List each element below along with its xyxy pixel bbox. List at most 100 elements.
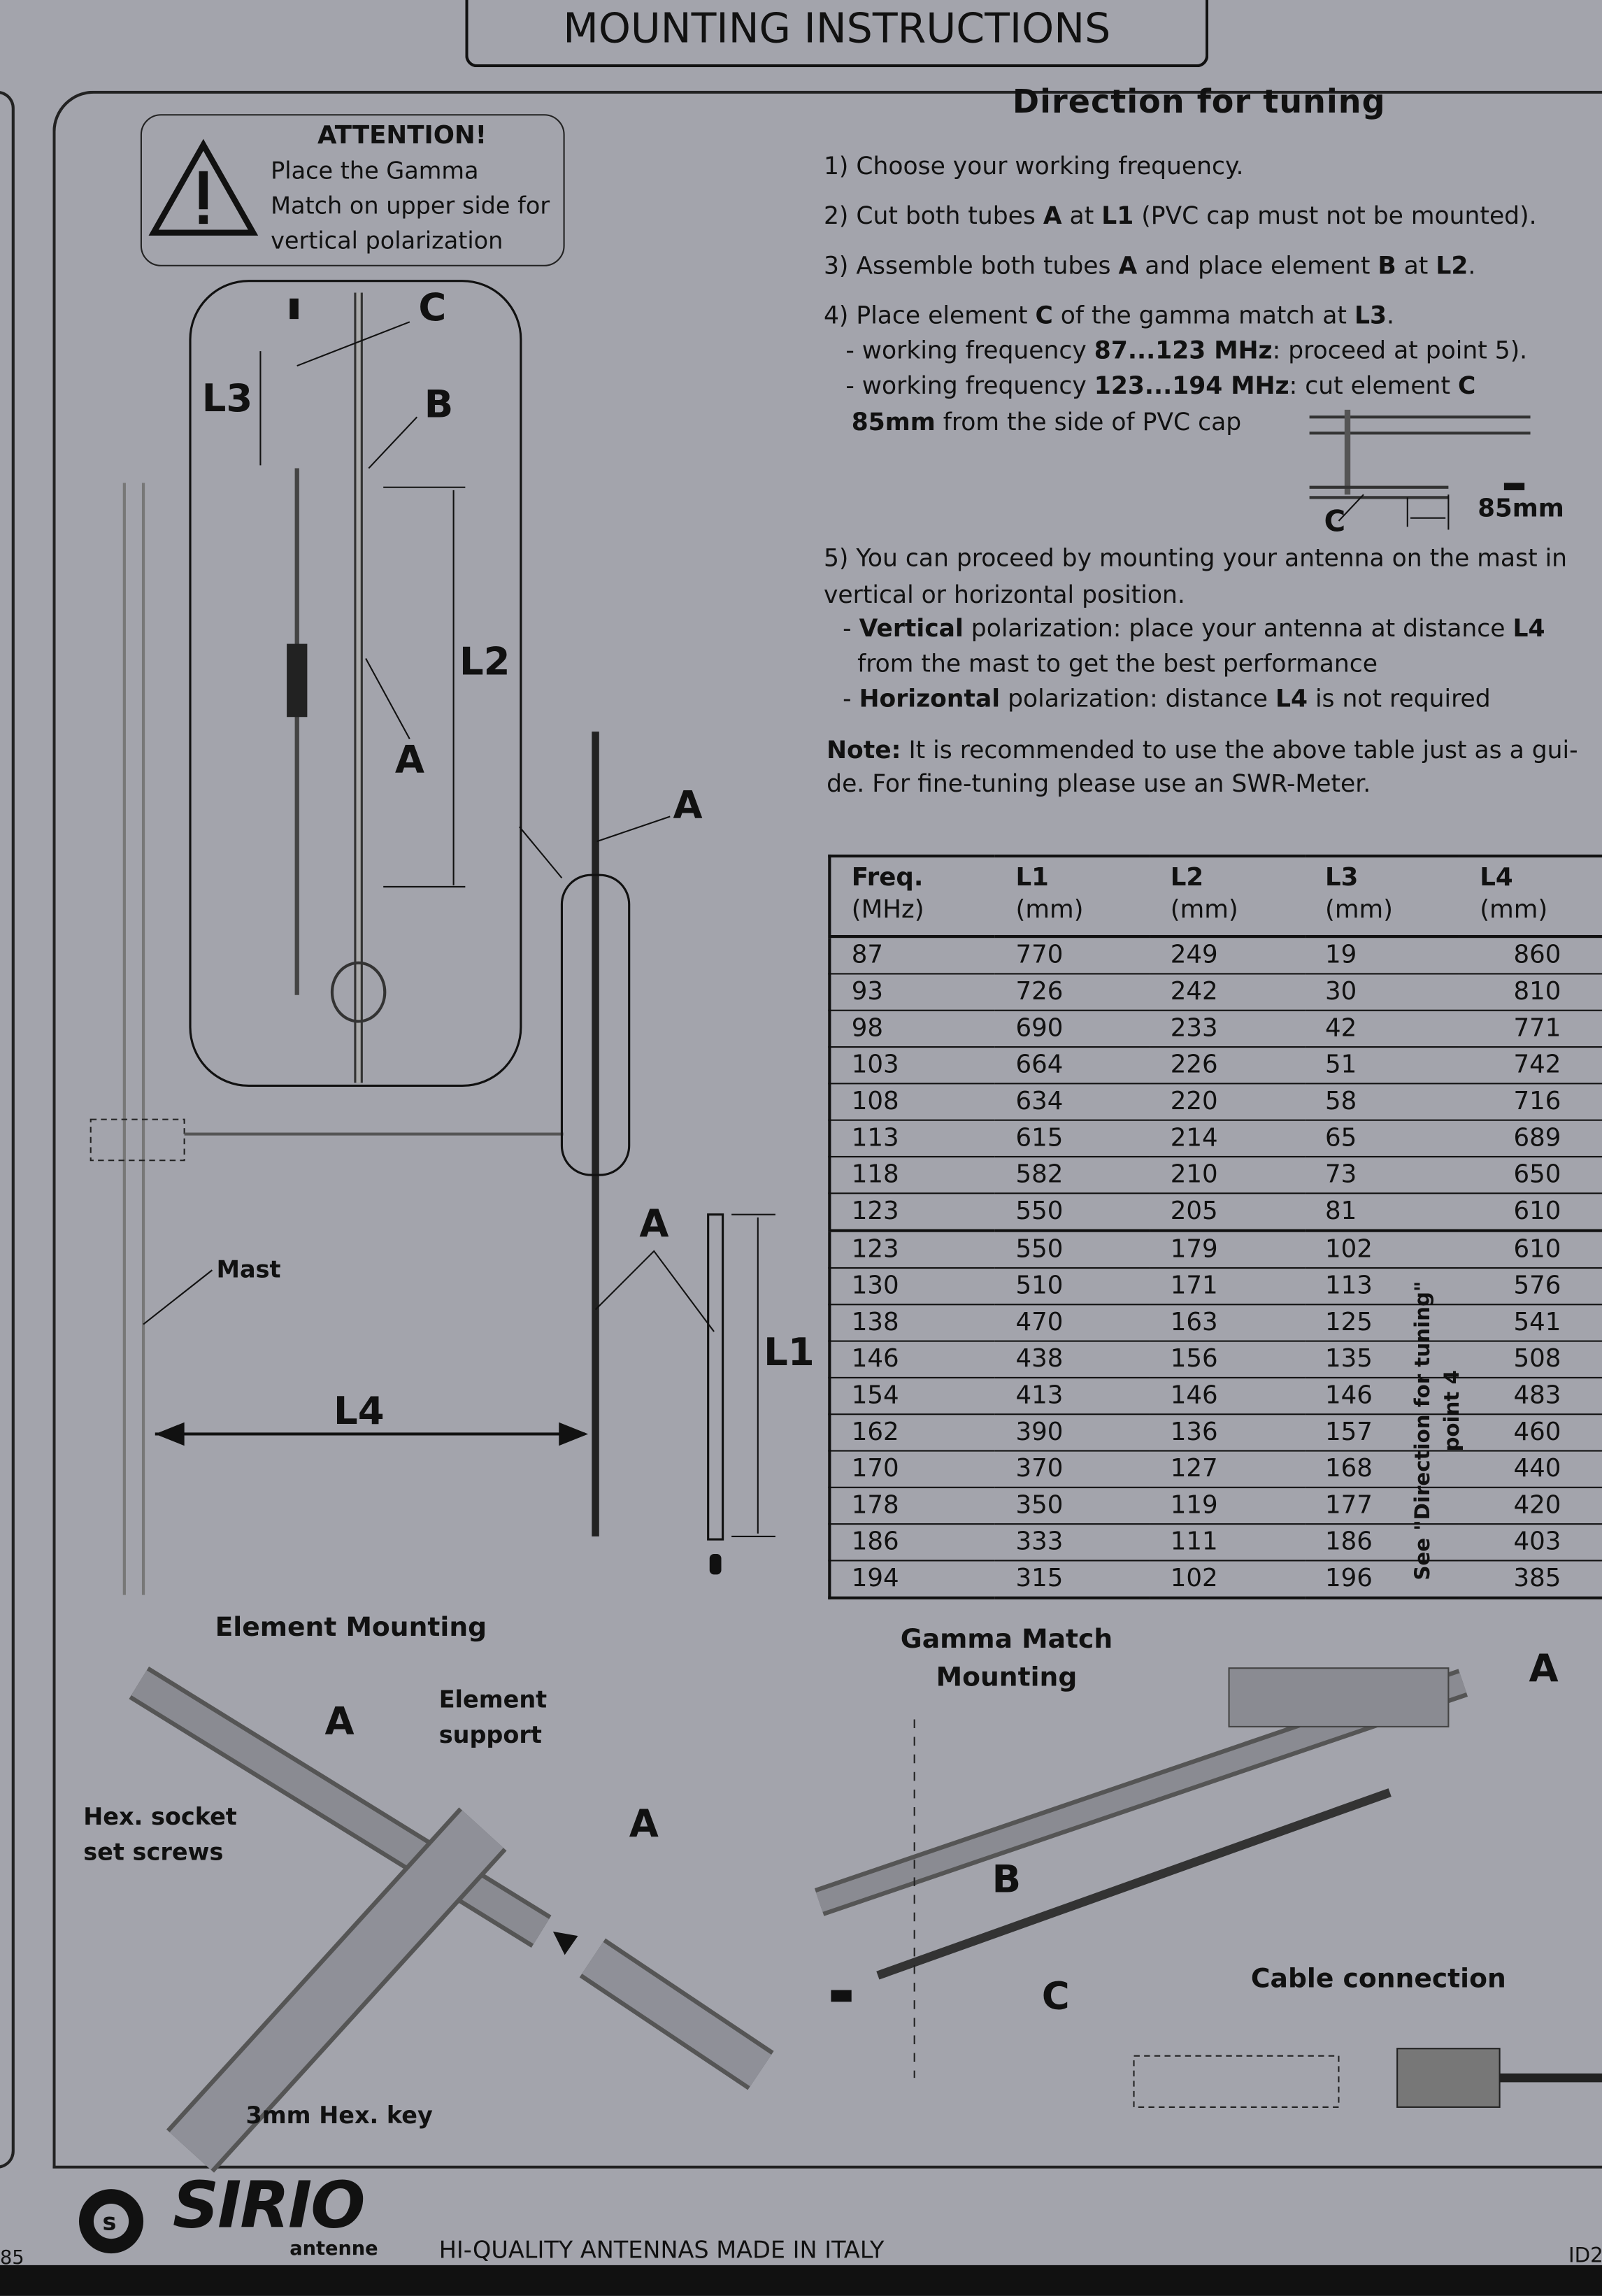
table-cell: 205 [1150,1193,1305,1232]
step-5: 5) You can proceed by mounting your ante… [823,544,1568,573]
column-header: L3(mm) [1304,855,1459,939]
mounting-illustrations [129,1667,1602,2173]
table-cell: 108 [829,1083,996,1121]
step-5-vertical: - Vertical polarization: place your ante… [843,614,1545,643]
gamma-mounting-title: Gamma Match Mounting [900,1624,1113,1693]
label-l3: L3 [201,377,253,422]
table-cell: 470 [995,1304,1150,1342]
gamma-c-label-bottom: C [1041,1975,1070,2020]
table-cell: 113 [829,1120,996,1158]
svg-text:s: s [102,2209,116,2236]
column-header: Freq.(MHz) [829,855,996,939]
table-cell: 576 [1459,1267,1602,1306]
table-cell: 689 [1459,1120,1602,1158]
element-mounting-a: A [324,1700,355,1745]
warning-icon [148,138,259,236]
table-cell: 113 [1304,1267,1459,1306]
table-cell: 370 [995,1450,1150,1488]
table-cell: 810 [1459,974,1602,1011]
table-cell: 390 [995,1414,1150,1452]
table-cell: 154 [829,1377,996,1416]
hex-screws-label: Hex. socket set screws [83,1802,237,1866]
sirio-logo-icon: s [78,2189,144,2254]
table-cell: 196 [1304,1560,1459,1599]
table-cell: 98 [829,1010,996,1048]
table-cell: 664 [995,1047,1150,1085]
table-cell: 550 [995,1230,1150,1269]
table-cell: 385 [1459,1560,1602,1599]
step-4-range-1: - working frequency 87...123 MHz: procee… [845,336,1528,364]
table-cell: 146 [829,1341,996,1378]
table-cell: 168 [1304,1450,1459,1488]
table-cell: 102 [1304,1230,1459,1269]
step-3: 3) Assemble both tubes A and place eleme… [823,251,1476,280]
column-header: L1(mm) [995,855,1150,939]
table-cell: 726 [995,974,1150,1011]
step-5-vertical-cont: from the mast to get the best performanc… [857,649,1378,678]
table-cell: 460 [1459,1414,1602,1452]
table-cell: 615 [995,1120,1150,1158]
table-cell: 420 [1459,1487,1602,1525]
table-cell: 103 [829,1047,996,1085]
table-cell: 119 [1150,1487,1305,1525]
table-cell: 30 [1304,974,1459,1011]
page-number-right: ID2 [1568,2244,1602,2269]
table-cell: 860 [1459,936,1602,975]
table-cell: 582 [995,1156,1150,1195]
table-cell: 73 [1304,1156,1459,1195]
step-2: 2) Cut both tubes A at L1 (PVC cap must … [823,201,1537,230]
table-cell: 220 [1150,1083,1305,1121]
table-cell: 157 [1304,1414,1459,1452]
table-cell: 186 [1304,1524,1459,1562]
brand-name: SIRIO [172,2168,366,2244]
table-cell: 179 [1150,1230,1305,1269]
attention-heading: ATTENTION! [317,121,487,151]
label-l2: L2 [459,641,510,685]
table-cell: 510 [995,1267,1150,1306]
table-cell: 58 [1304,1083,1459,1121]
table-cell: 194 [829,1560,996,1599]
table-cell: 242 [1150,974,1305,1011]
element-mounting-title: Element Mounting [215,1612,487,1643]
table-cell: 130 [829,1267,996,1306]
step-1: 1) Choose your working frequency. [823,152,1244,180]
table-cell: 125 [1304,1304,1459,1342]
label-a-antenna: A [673,784,703,829]
table-cell: 634 [995,1083,1150,1121]
table-cell: 111 [1150,1524,1305,1562]
table-cell: 135 [1304,1341,1459,1378]
table-cell: 233 [1150,1010,1305,1048]
table-cell: 136 [1150,1414,1305,1452]
table-cell: 118 [829,1156,996,1195]
table-cell: 170 [829,1450,996,1488]
table-cell: 123 [829,1193,996,1232]
brand-sub: antenne [289,2239,378,2261]
table-cell: 178 [829,1487,996,1525]
antenna-diagram [90,280,775,1595]
label-a-tube: A [639,1202,669,1247]
label-mast: Mast [216,1255,281,1283]
gamma-b-label: B [992,1858,1022,1902]
table-cell: 81 [1304,1193,1459,1232]
attention-text: Place the Gamma Match on upper side for … [271,156,550,255]
label-l4: L4 [334,1390,385,1434]
gamma-a-label: A [1529,1647,1559,1692]
table-cell: 650 [1459,1156,1602,1195]
step-5-horizontal: - Horizontal polarization: distance L4 i… [843,685,1491,713]
table-cell: 770 [995,936,1150,975]
table-cell: 123 [829,1230,996,1269]
table-cell: 162 [829,1414,996,1452]
table-cell: 413 [995,1377,1150,1416]
